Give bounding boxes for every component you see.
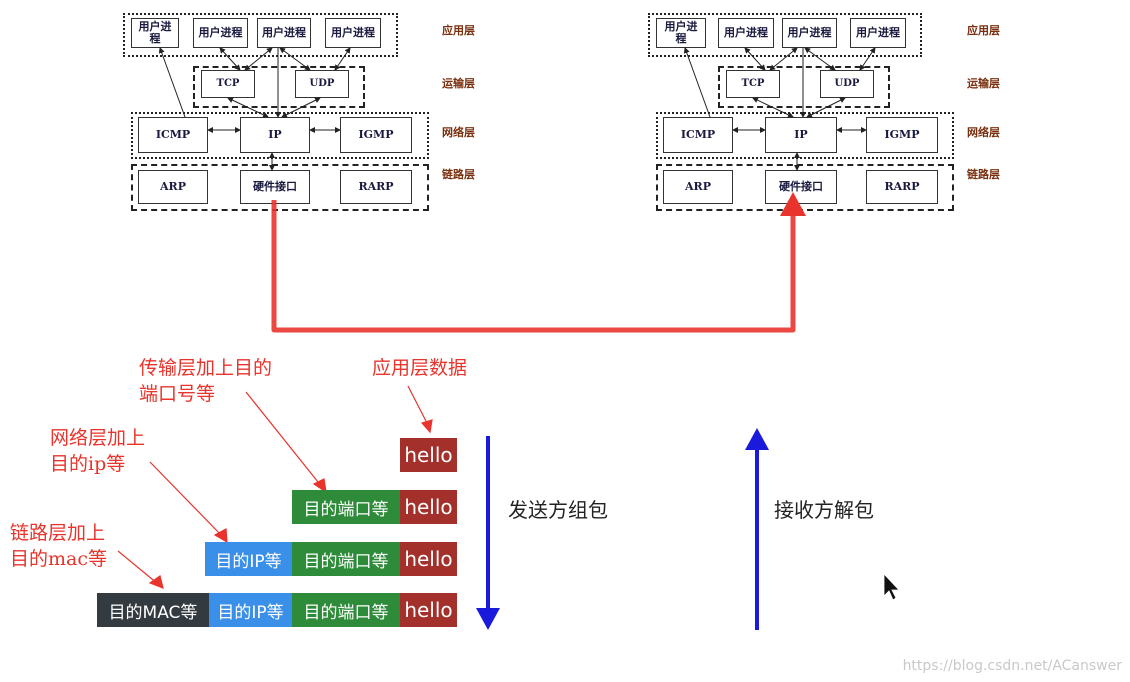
left-layer-network: 网络层 xyxy=(442,126,475,139)
right-layer-app: 应用层 xyxy=(967,24,1000,37)
right-process-3: 用户进程 xyxy=(782,18,837,48)
left-arrow-proc1-icmp xyxy=(158,47,186,118)
transmission-path xyxy=(271,192,806,333)
left-transport-group xyxy=(193,66,365,108)
right-icmp: ICMP xyxy=(663,117,733,153)
right-rarp: RARP xyxy=(866,170,938,204)
annotation-app-data: 应用层数据 xyxy=(372,357,468,379)
annotation-network: 网络层加上 目的ip等 xyxy=(50,427,146,475)
left-process-2: 用户进程 xyxy=(193,18,248,48)
packet-hello: hello xyxy=(400,438,457,472)
right-process-4: 用户进程 xyxy=(850,18,906,48)
direction-arrows xyxy=(476,428,769,630)
left-rarp: RARP xyxy=(340,170,412,204)
left-tcp: TCP xyxy=(201,70,255,98)
packet-port: 目的端口等 xyxy=(292,542,400,576)
left-igmp: IGMP xyxy=(340,117,412,153)
mouse-cursor-icon xyxy=(883,572,900,601)
packet-mac: 目的MAC等 xyxy=(97,593,209,627)
right-process-2: 用户进程 xyxy=(718,18,774,48)
packet-hello: hello xyxy=(400,593,457,627)
recv-label: 接收方解包 xyxy=(774,498,874,522)
left-layer-link: 链路层 xyxy=(442,168,475,181)
left-arp: ARP xyxy=(138,170,208,204)
right-layer-transport: 运输层 xyxy=(967,77,1000,90)
right-igmp: IGMP xyxy=(866,117,938,153)
red-transmission-line xyxy=(271,200,796,333)
left-layer-app: 应用层 xyxy=(442,24,475,37)
pointer-link xyxy=(117,550,159,585)
send-label: 发送方组包 xyxy=(508,498,608,522)
left-layer-transport: 运输层 xyxy=(442,77,475,90)
watermark: https://blog.csdn.net/ACanswer xyxy=(902,658,1122,674)
left-process-3: 用户进程 xyxy=(257,18,311,48)
packet-ip: 目的IP等 xyxy=(209,593,292,627)
packet-ip: 目的IP等 xyxy=(205,542,292,576)
right-udp: UDP xyxy=(820,70,874,98)
right-hw: 硬件接口 xyxy=(765,170,837,204)
right-transport-group xyxy=(718,66,890,108)
annotation-link: 链路层加上 目的mac等 xyxy=(10,522,107,570)
right-ip: IP xyxy=(765,117,837,153)
recv-arrow-head xyxy=(745,428,769,450)
packet-port: 目的端口等 xyxy=(292,593,400,627)
right-layer-link: 链路层 xyxy=(967,168,1000,181)
pointer-app-data xyxy=(407,385,429,426)
left-process-4: 用户进程 xyxy=(325,18,381,48)
left-hw: 硬件接口 xyxy=(240,170,310,204)
right-layer-network: 网络层 xyxy=(967,126,1000,139)
pointer-network xyxy=(149,461,224,538)
right-arrow-proc1-icmp xyxy=(683,47,711,118)
left-ip: IP xyxy=(240,117,310,153)
packet-port: 目的端口等 xyxy=(292,490,400,524)
packet-hello: hello xyxy=(400,490,457,524)
right-tcp: TCP xyxy=(726,70,780,98)
left-icmp: ICMP xyxy=(138,117,208,153)
send-arrow-head xyxy=(476,608,500,630)
annotation-transport: 传输层加上目的 端口号等 xyxy=(139,357,273,405)
left-process-1: 用户进程 xyxy=(131,18,179,48)
right-arp: ARP xyxy=(663,170,733,204)
right-process-1: 用户进程 xyxy=(656,18,706,48)
left-udp: UDP xyxy=(295,70,349,98)
packet-hello: hello xyxy=(400,542,457,576)
